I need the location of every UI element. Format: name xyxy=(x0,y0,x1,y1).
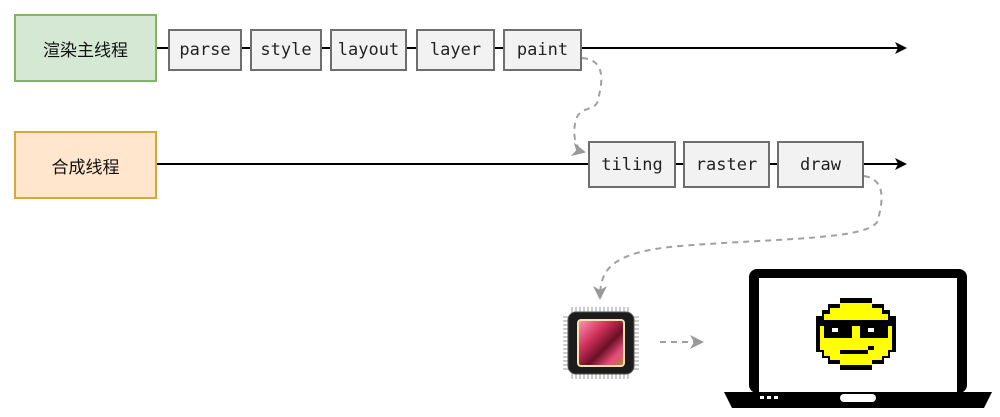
stage-raster: raster xyxy=(683,141,770,188)
stage-tiling: tiling xyxy=(588,141,676,188)
compositor-thread-title: 合成线程 xyxy=(51,157,120,178)
gpu-chip-icon xyxy=(563,307,639,379)
main-thread-label: 渲染主线程 xyxy=(14,14,157,82)
stage-layout: layout xyxy=(330,29,407,71)
compositor-thread-label: 合成线程 xyxy=(14,131,157,199)
stage-draw: draw xyxy=(777,141,864,188)
stage-style: style xyxy=(250,29,322,71)
stage-paint: paint xyxy=(503,29,582,71)
cool-smiley-icon xyxy=(816,298,896,370)
stage-layer: layer xyxy=(416,29,495,71)
draw-to-gpu-arrow xyxy=(593,175,883,300)
main-thread-title: 渲染主线程 xyxy=(43,40,128,61)
paint-to-tiling-arrow xyxy=(570,57,603,157)
stage-parse: parse xyxy=(168,29,242,71)
laptop-icon xyxy=(724,269,992,408)
